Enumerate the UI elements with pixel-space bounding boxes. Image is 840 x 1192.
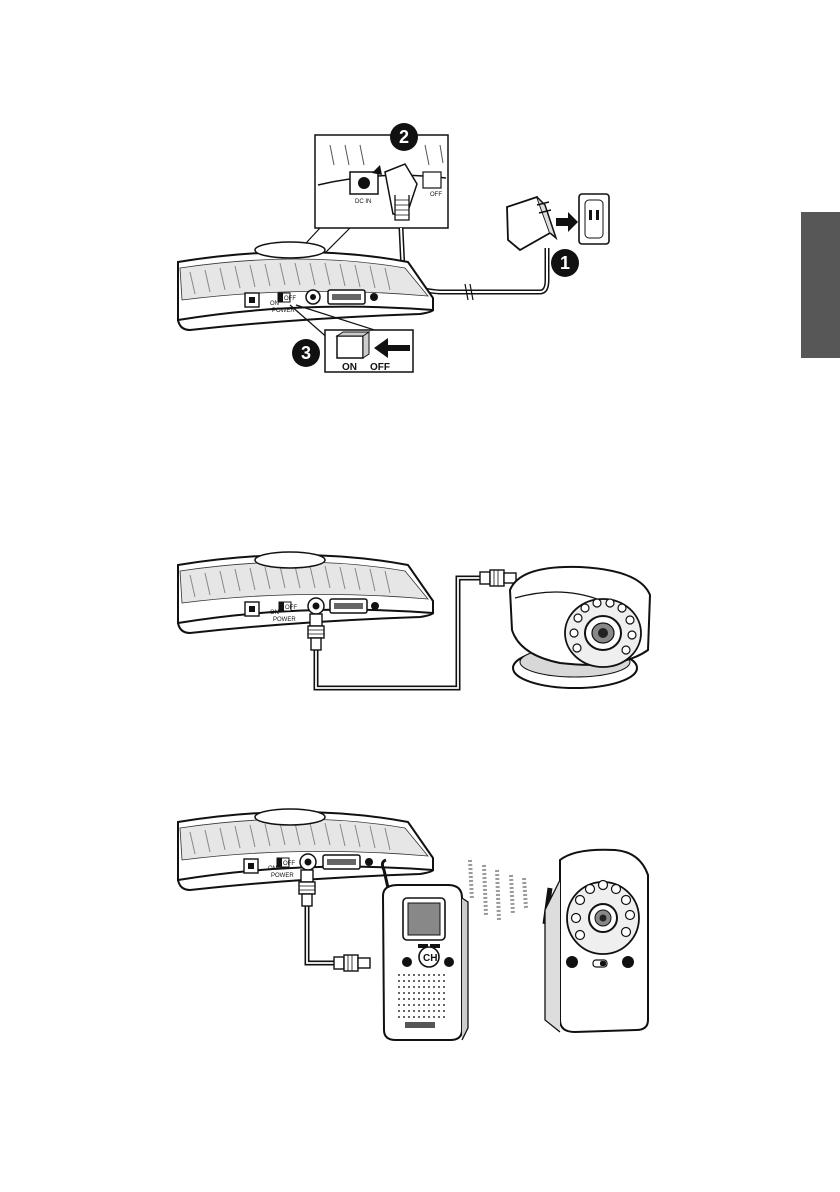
inset-power-switch: ON OFF: [325, 330, 413, 373]
step-marker-3: 3: [292, 339, 320, 367]
step-marker-1: 1: [551, 249, 579, 277]
wireless-signal-waves: [470, 860, 526, 920]
figure-wired-camera-connection: ON OFF POWER: [0, 550, 840, 700]
rca-plug-receiver: [299, 870, 315, 906]
ac-adapter: [507, 197, 556, 250]
handheld-monitor: CH: [382, 860, 468, 1040]
receiver-power-label: POWER: [273, 617, 296, 623]
inset-dc-jack-closeup: DC IN OFF: [315, 135, 448, 228]
receiver-on-label: ON: [270, 301, 279, 307]
receiver-off-label: OFF: [285, 605, 297, 611]
step-marker-2: 2: [390, 123, 418, 151]
receiver-on-label: ON: [270, 610, 279, 616]
figure-power-connection: DC IN OFF 2 1: [0, 120, 840, 390]
receiver-unit: ON OFF POWER: [178, 242, 433, 330]
receiver-power-label: POWER: [272, 308, 295, 314]
receiver-off-label: OFF: [283, 861, 295, 867]
inset-off-label: OFF: [430, 192, 442, 198]
wall-outlet: [579, 194, 609, 244]
svg-text:1: 1: [560, 253, 570, 273]
figure-wireless-camera-connection: ON OFF POWER CH: [0, 800, 840, 1045]
dc-in-label: DC IN: [355, 199, 371, 205]
monitor-ch-button-label: CH: [423, 953, 437, 964]
wired-camera: [510, 567, 650, 688]
receiver-off-label: OFF: [284, 296, 296, 302]
receiver-power-label: POWER: [271, 873, 294, 879]
svg-text:3: 3: [301, 343, 311, 363]
rca-plug-camera: [480, 570, 516, 586]
rca-plug-transmitter: [334, 955, 370, 971]
switch-on-label: ON: [342, 362, 357, 373]
rca-plug-receiver: [308, 614, 324, 650]
svg-text:2: 2: [399, 127, 409, 147]
receiver-unit: ON OFF POWER: [178, 552, 433, 633]
wireless-camera: [545, 850, 648, 1032]
receiver-on-label: ON: [268, 866, 277, 872]
switch-off-label: OFF: [370, 362, 390, 373]
